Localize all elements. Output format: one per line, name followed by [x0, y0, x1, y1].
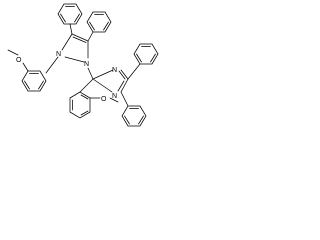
phenyl-ring-right-upper — [127, 43, 159, 80]
nitrogen-atom-label: N — [112, 67, 117, 74]
n-c-bond — [87, 67, 94, 80]
structure-diagram: N N O N N — [7, 3, 159, 127]
methoxyphenyl-ring-left — [7, 49, 59, 92]
oxygen-atom-label: O — [16, 57, 22, 64]
phenyl-ring-top-left — [57, 3, 83, 35]
oxygen-atom-label: O — [101, 96, 107, 103]
imidazole-ring-lower — [92, 69, 129, 93]
phenyl-ring-right-lower — [120, 91, 147, 127]
methoxyphenyl-ring-bottom — [69, 78, 119, 119]
phenyl-ring-top-right — [86, 11, 112, 42]
nitrogen-atom-label: N — [56, 51, 61, 58]
nitrogen-atom-label: N — [112, 93, 117, 100]
imidazole-ring-upper — [61, 33, 89, 63]
nitrogen-atom-label: N — [84, 61, 89, 68]
